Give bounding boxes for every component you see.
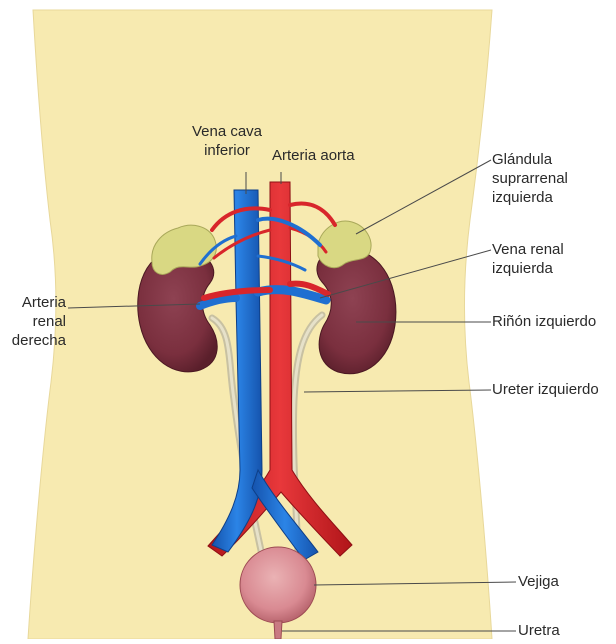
label-line: izquierda xyxy=(492,188,568,207)
label-uretra: Uretra xyxy=(518,621,560,640)
label-glandula-suprarrenal: Glándula suprarrenal izquierda xyxy=(492,150,568,207)
label-vejiga: Vejiga xyxy=(518,572,559,591)
label-vena-cava-inferior: Vena cava inferior xyxy=(172,122,282,160)
label-line: derecha xyxy=(4,331,66,350)
label-line: Uretra xyxy=(518,621,560,640)
label-line: Vena renal xyxy=(492,240,564,259)
label-line: renal xyxy=(4,312,66,331)
label-arteria-renal-derecha: Arteria renal derecha xyxy=(4,293,66,350)
label-arteria-aorta: Arteria aorta xyxy=(272,146,355,165)
label-line: Glándula xyxy=(492,150,568,169)
label-line: izquierda xyxy=(492,259,564,278)
bladder xyxy=(240,547,316,623)
label-line: Riñón izquierdo xyxy=(492,312,596,331)
urethra xyxy=(274,621,282,639)
label-rinon-izquierdo: Riñón izquierdo xyxy=(492,312,596,331)
label-ureter-izquierdo: Ureter izquierdo xyxy=(492,380,599,399)
label-line: Arteria xyxy=(4,293,66,312)
label-line: Vena cava xyxy=(172,122,282,141)
label-line: inferior xyxy=(172,141,282,160)
label-line: Arteria aorta xyxy=(272,146,355,165)
label-line: Vejiga xyxy=(518,572,559,591)
label-line: Ureter izquierdo xyxy=(492,380,599,399)
label-vena-renal-izquierda: Vena renal izquierda xyxy=(492,240,564,278)
label-line: suprarrenal xyxy=(492,169,568,188)
